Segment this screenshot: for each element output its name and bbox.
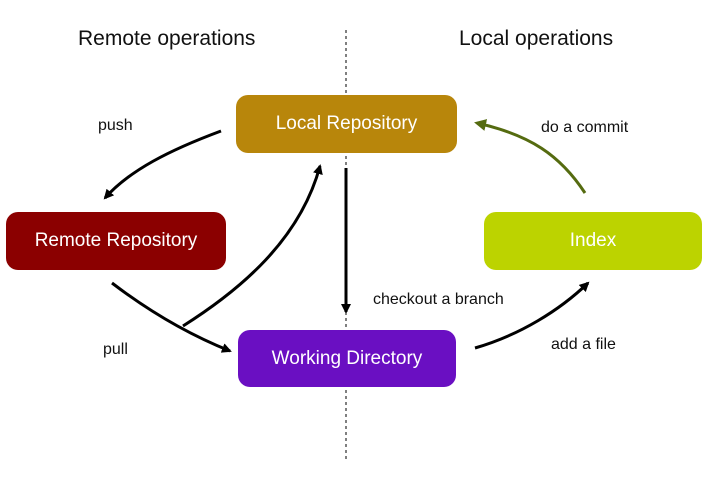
remote-repository-node: Remote Repository: [6, 212, 226, 270]
pull-label: pull: [103, 341, 128, 358]
push-label: push: [98, 117, 133, 134]
remote-repository-label: Remote Repository: [34, 230, 198, 251]
commit-label: do a commit: [541, 119, 629, 136]
local-repository-label: Local Repository: [275, 113, 418, 134]
commit-arrow: [474, 119, 587, 194]
working-directory-node: Working Directory: [238, 330, 456, 387]
index-label: Index: [569, 230, 617, 251]
push-arrow: [103, 129, 222, 200]
pull-to-local-arrow: [182, 164, 323, 328]
local-repository-node: Local Repository: [236, 95, 457, 153]
local-operations-heading: Local operations: [459, 27, 614, 50]
pull-to-working-arrow: [111, 281, 232, 353]
working-directory-label: Working Directory: [271, 347, 423, 369]
remote-operations-heading: Remote operations: [78, 27, 256, 50]
checkout-label: checkout a branch: [373, 291, 504, 308]
add-file-arrow: [474, 281, 590, 350]
add-file-label: add a file: [551, 336, 616, 353]
index-node: Index: [484, 212, 702, 270]
